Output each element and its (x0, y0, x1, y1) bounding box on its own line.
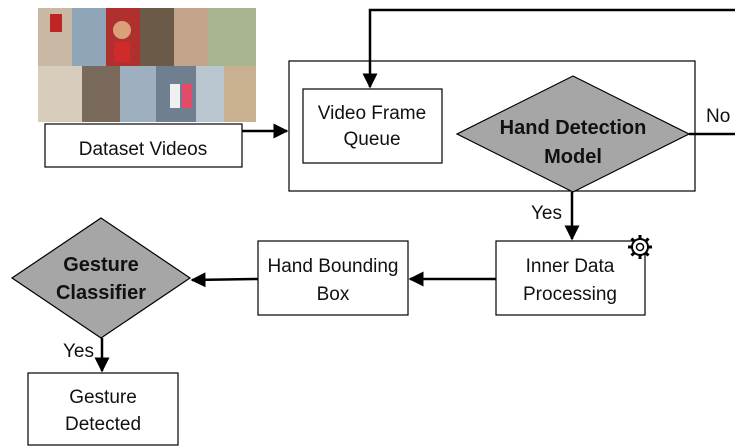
gesture-detected-box: Gesture Detected (27, 372, 179, 446)
arrow-bbox-to-classifier (190, 272, 259, 288)
gesture-detected-label-line1: Gesture (69, 387, 137, 408)
arrow-feedback-to-queue (362, 8, 735, 89)
detection-stage-container (288, 60, 696, 192)
connectors (94, 8, 735, 373)
hand-detection-model-label-line2: Model (544, 146, 602, 168)
video-frame-queue-box: Video Frame Queue (302, 88, 443, 164)
gesture-classifier-diamond: Gesture Classifier (10, 217, 192, 339)
hand-detection-model-label-line1: Hand Detection (500, 117, 647, 139)
inner-data-processing-label-line2: Processing (523, 284, 617, 305)
dataset-videos-box: Dataset Videos (44, 123, 243, 168)
hand-bounding-box-label-line1: Hand Bounding (268, 256, 399, 277)
hand-bounding-box-box: Hand Bounding Box (257, 240, 409, 316)
yes-edge-label-gesture: Yes (63, 341, 94, 362)
gesture-detected-label-line2: Detected (65, 414, 141, 435)
inner-data-processing-box: Inner Data Processing (495, 240, 646, 316)
inner-data-processing-label-line1: Inner Data (526, 256, 615, 277)
video-frame-queue-label-line2: Queue (343, 129, 400, 150)
video-frame-queue-label-line1: Video Frame (318, 103, 426, 124)
dataset-video-thumbnails (38, 8, 256, 122)
no-edge-label: No (706, 106, 730, 127)
hand-bounding-box-label-line2: Box (317, 284, 350, 305)
gesture-classifier-label-line2: Classifier (56, 282, 146, 304)
gesture-classifier-label-line1: Gesture (63, 254, 139, 276)
yes-edge-label-detection: Yes (531, 203, 562, 224)
gear-icon (628, 235, 652, 259)
dataset-videos-label: Dataset Videos (79, 139, 208, 160)
hand-detection-model-diamond: Hand Detection Model (455, 75, 691, 193)
